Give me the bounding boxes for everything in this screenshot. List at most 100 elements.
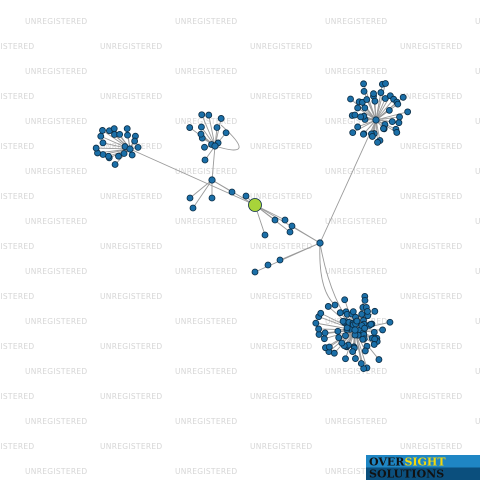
- network-node[interactable]: [357, 360, 365, 367]
- network-node[interactable]: [359, 335, 367, 343]
- network-node[interactable]: [110, 125, 118, 132]
- network-node[interactable]: [396, 113, 403, 121]
- network-node[interactable]: [134, 143, 142, 151]
- network-node[interactable]: [360, 80, 367, 88]
- network-node[interactable]: [330, 349, 338, 357]
- network-node[interactable]: [336, 309, 344, 317]
- hub-node[interactable]: [372, 116, 380, 124]
- network-node[interactable]: [395, 119, 403, 127]
- network-node[interactable]: [228, 188, 236, 196]
- hub-node[interactable]: [208, 176, 216, 184]
- network-node[interactable]: [382, 80, 389, 87]
- network-node[interactable]: [352, 355, 359, 362]
- network-node[interactable]: [339, 317, 347, 325]
- network-node[interactable]: [201, 143, 208, 151]
- network-node[interactable]: [394, 100, 402, 108]
- network-node[interactable]: [375, 356, 383, 363]
- network-node[interactable]: [374, 138, 381, 146]
- network-node[interactable]: [324, 303, 332, 310]
- network-node[interactable]: [197, 130, 205, 138]
- network-node[interactable]: [317, 309, 325, 317]
- network-node[interactable]: [288, 222, 296, 230]
- network-node[interactable]: [124, 131, 131, 139]
- hub-node[interactable]: [351, 326, 359, 334]
- network-node[interactable]: [386, 318, 394, 326]
- network-node[interactable]: [217, 115, 225, 122]
- network-node[interactable]: [213, 124, 221, 131]
- network-node[interactable]: [264, 261, 272, 269]
- network-node[interactable]: [353, 317, 361, 325]
- network-node[interactable]: [379, 326, 386, 334]
- network-node[interactable]: [261, 231, 269, 239]
- network-node[interactable]: [361, 347, 369, 355]
- network-node[interactable]: [331, 301, 339, 309]
- network-node[interactable]: [380, 125, 387, 132]
- hub-node[interactable]: [126, 145, 134, 153]
- network-node[interactable]: [320, 335, 328, 343]
- network-node[interactable]: [381, 95, 389, 102]
- network-node[interactable]: [286, 228, 294, 236]
- network-node[interactable]: [404, 108, 412, 116]
- network-node[interactable]: [186, 194, 194, 202]
- network-node[interactable]: [347, 95, 354, 103]
- network-node[interactable]: [315, 325, 323, 333]
- network-node[interactable]: [251, 268, 259, 276]
- network-node[interactable]: [342, 332, 349, 340]
- network-node[interactable]: [341, 296, 349, 304]
- network-node[interactable]: [354, 104, 362, 112]
- network-node[interactable]: [92, 144, 100, 152]
- network-node[interactable]: [325, 343, 333, 351]
- network-node[interactable]: [364, 307, 371, 315]
- network-node[interactable]: [357, 113, 365, 121]
- network-node[interactable]: [370, 90, 377, 98]
- network-node[interactable]: [115, 152, 122, 160]
- network-node[interactable]: [116, 130, 124, 138]
- hub-node[interactable]: [211, 142, 219, 150]
- network-node[interactable]: [120, 150, 128, 157]
- network-node[interactable]: [370, 341, 378, 348]
- network-node[interactable]: [189, 204, 197, 212]
- network-node[interactable]: [242, 192, 250, 200]
- network-node[interactable]: [271, 216, 279, 224]
- network-node[interactable]: [321, 329, 329, 337]
- network-node[interactable]: [361, 104, 369, 112]
- network-node[interactable]: [358, 310, 366, 318]
- network-node[interactable]: [385, 106, 393, 114]
- network-node[interactable]: [201, 156, 209, 164]
- network-node[interactable]: [370, 328, 378, 336]
- network-node[interactable]: [363, 96, 371, 103]
- network-node[interactable]: [361, 296, 369, 304]
- network-node[interactable]: [351, 111, 359, 119]
- network-node[interactable]: [367, 320, 375, 328]
- network-node[interactable]: [360, 87, 368, 95]
- network-node[interactable]: [334, 327, 342, 335]
- network-node[interactable]: [349, 348, 357, 355]
- network-node[interactable]: [208, 194, 216, 202]
- network-node[interactable]: [99, 151, 107, 158]
- network-node[interactable]: [354, 123, 362, 131]
- network-node[interactable]: [349, 129, 357, 137]
- network-node[interactable]: [99, 127, 106, 134]
- network-node[interactable]: [393, 129, 401, 136]
- network-node[interactable]: [198, 123, 205, 131]
- network-node[interactable]: [97, 132, 105, 140]
- network-node[interactable]: [338, 339, 346, 347]
- network-node[interactable]: [99, 139, 107, 147]
- network-node[interactable]: [198, 111, 206, 119]
- network-node[interactable]: [371, 307, 379, 315]
- network-node[interactable]: [361, 324, 369, 332]
- network-node[interactable]: [399, 93, 407, 101]
- network-node[interactable]: [371, 97, 379, 105]
- hub-node[interactable]: [316, 239, 324, 247]
- network-node[interactable]: [368, 133, 376, 140]
- network-node[interactable]: [131, 137, 139, 145]
- highlighted-node[interactable]: [248, 198, 262, 212]
- network-node[interactable]: [111, 161, 119, 168]
- network-node[interactable]: [377, 89, 385, 96]
- network-node[interactable]: [360, 130, 367, 138]
- network-node[interactable]: [312, 319, 320, 327]
- network-node[interactable]: [123, 125, 131, 133]
- network-node[interactable]: [276, 256, 284, 264]
- network-node[interactable]: [281, 216, 289, 224]
- network-node[interactable]: [342, 355, 349, 363]
